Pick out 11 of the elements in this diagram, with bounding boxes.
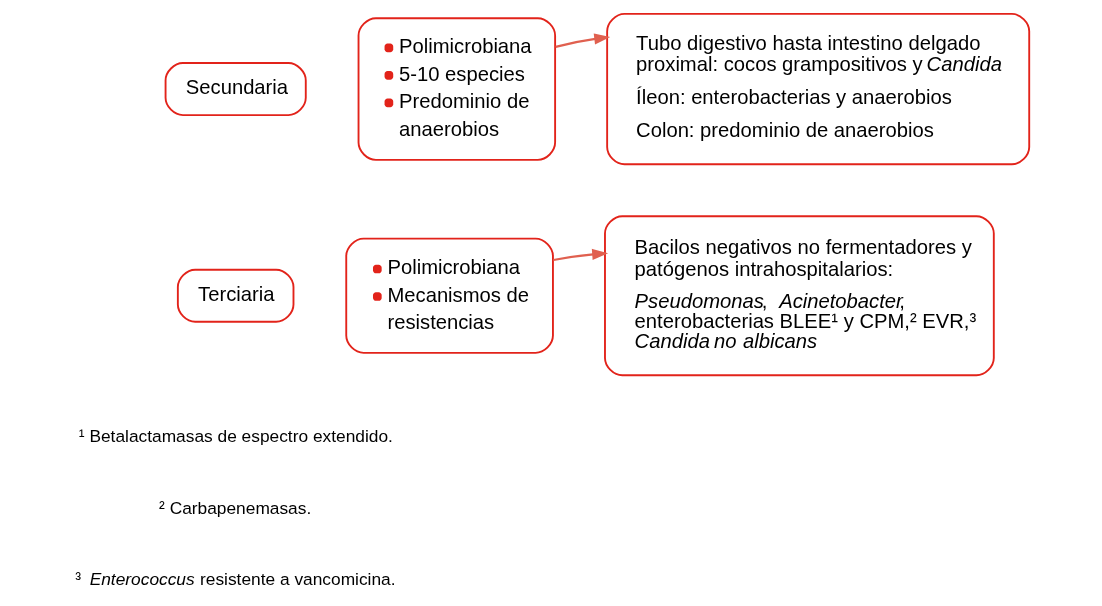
arrow [552, 248, 608, 262]
label: ³ Enterococcus resistente a vancomicina. [74, 569, 396, 590]
label: ¹ Betalactamasas de espectro extendido. [78, 425, 393, 446]
node-box: Terciaria [176, 268, 294, 323]
node-box: Polimicrobiana Mecanismos de resistencias [344, 237, 554, 354]
node-box: Secundaria [164, 62, 307, 117]
node-box: Polimicrobiana 5-10 especies Predominio de anaerobios [357, 17, 556, 161]
arrow [554, 33, 610, 48]
node-box: Tubo digestivo hasta intestino delgado proximal: cocos grampositivos y Candida Íleon: enterobacterias y anaerobios Colon: predominio de anaerobios [605, 12, 1030, 166]
node-box: Bacilos negativos no fermentadores y patógenos intrahospitalarios: Pseudomonas, Acinetobacter, enterobacterias BLEE¹ y CPM,² EVR,³ Candida no albicans [603, 215, 995, 377]
label: ² Carbapenemasas. [158, 498, 311, 519]
